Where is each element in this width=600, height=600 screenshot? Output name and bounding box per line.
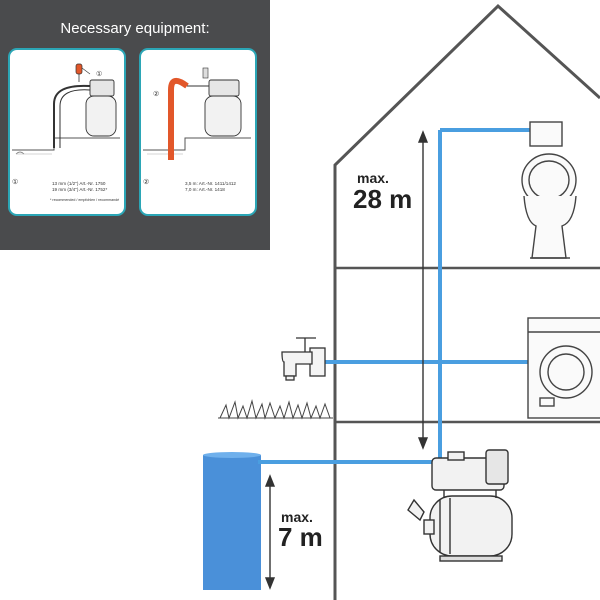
card1-marker: ① — [96, 71, 103, 78]
equipment-card-suction-hose: ② ② 3,5 m: Art.-Nr. 1411/1412 7,0 m: Art… — [139, 48, 257, 216]
water-surface — [203, 452, 261, 458]
panel-title: Necessary equipment: — [60, 20, 210, 37]
card2-line1: 3,5 m: Art.-Nr. 1411/1412 — [185, 181, 236, 186]
card2-line2: 7,0 m: Art.-Nr. 1418 — [185, 187, 225, 192]
card2-marker: ② — [153, 91, 160, 98]
washing-machine — [527, 317, 600, 419]
suction-max-value: 7 m — [278, 522, 323, 552]
card1-marker-footer: ① — [12, 179, 19, 186]
suction-arrow — [264, 474, 276, 590]
toilet — [521, 121, 577, 259]
house-water-pump — [407, 449, 513, 562]
water-reservoir — [203, 455, 261, 590]
equipment-card-hose: ① ① 13 mm (1/2") Art.-Nr. 1750 19 mm (3/… — [8, 48, 126, 216]
card1-note: * recommended / empfohlen / recommandé — [50, 198, 120, 202]
house-outline — [333, 3, 600, 600]
suction-max-label: max. — [281, 509, 313, 525]
water-pipes — [258, 128, 530, 464]
card2-marker-footer: ② — [143, 179, 150, 186]
grass — [218, 399, 333, 420]
height-arrow — [417, 130, 429, 450]
equipment-panel: Necessary equipment: ① ① 13 mm (1/2") Ar… — [0, 0, 270, 250]
suction-hose-illustration — [143, 67, 251, 160]
card1-line1: 13 mm (1/2") Art.-Nr. 1750 — [52, 181, 106, 186]
height-max-value: 28 m — [353, 184, 413, 214]
card1-line2: 19 mm (3/4") Art.-Nr. 1752* — [52, 187, 108, 192]
hose-illustration — [12, 63, 120, 155]
outdoor-tap — [281, 337, 326, 381]
height-max-label: max. — [357, 170, 389, 186]
